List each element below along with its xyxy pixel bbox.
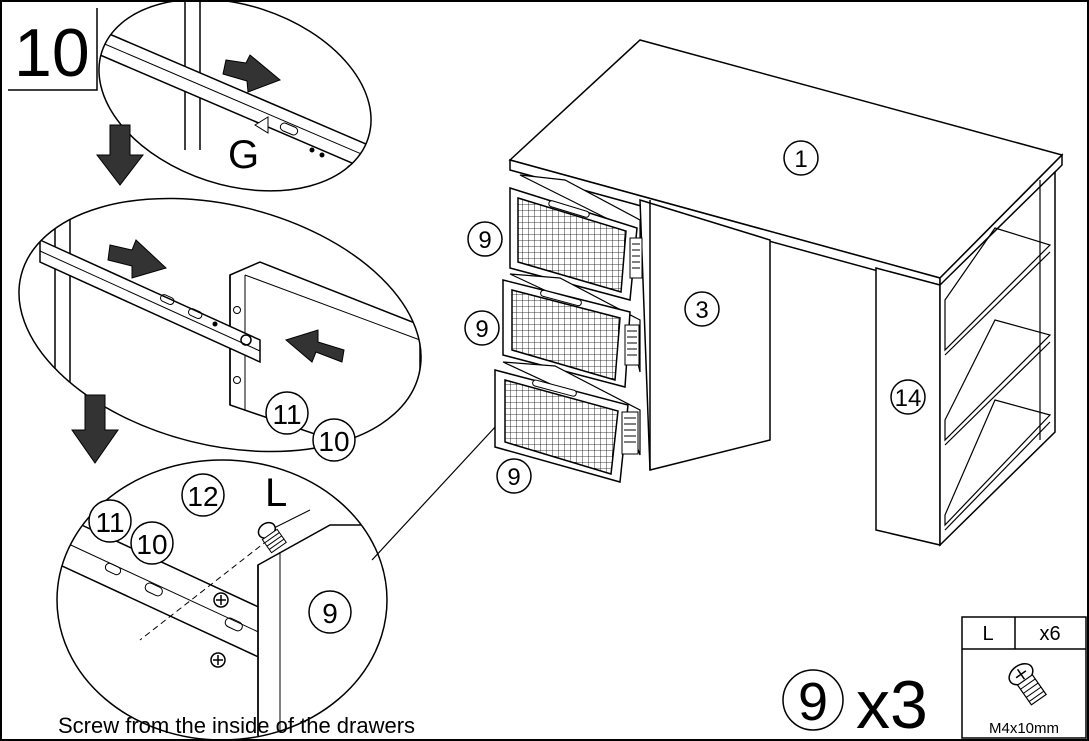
- rail-attach-circle: [18, 197, 422, 453]
- slide-arrow-icon: [222, 54, 281, 93]
- part-11-badge: 11: [265, 391, 309, 435]
- drawer: [509, 174, 643, 301]
- callout-g-detail: G: [98, 0, 381, 192]
- slide-left-arrow-icon: [284, 329, 345, 363]
- down-arrow-icon: [71, 394, 119, 464]
- quantity-label: 9 x3: [782, 667, 928, 741]
- part-9-badge: 9: [464, 310, 500, 346]
- hardware-box: L x6 M4x10mm: [961, 616, 1087, 739]
- part-3-badge: 3: [684, 291, 720, 327]
- callout-g-circle: [98, 0, 372, 192]
- part-9-badge: 9: [496, 458, 532, 494]
- svg-text:9: 9: [507, 464, 520, 491]
- hardware-code: L: [982, 623, 993, 645]
- svg-text:3: 3: [695, 297, 708, 324]
- hardware-size: M4x10mm: [989, 720, 1059, 737]
- part-10-badge: 10: [312, 418, 356, 462]
- quantity-multiplier: x3: [856, 667, 928, 741]
- callout-l-detail: L 12 11 10 9: [56, 459, 388, 741]
- instruction-text: Screw from the inside of the drawers: [58, 713, 415, 738]
- svg-text:9: 9: [475, 316, 488, 343]
- drawer: [502, 273, 641, 388]
- drawer-cabinet: [639, 198, 771, 471]
- quantity-part: 9: [798, 672, 828, 732]
- svg-text:10: 10: [318, 426, 349, 457]
- slide-right-arrow-icon: [107, 239, 167, 279]
- screw-icon: [257, 521, 287, 554]
- part-9-badge: 9: [308, 590, 352, 634]
- svg-text:1: 1: [794, 146, 807, 173]
- svg-text:10: 10: [136, 529, 167, 560]
- svg-text:9: 9: [322, 598, 338, 629]
- down-arrow-icon: [95, 124, 145, 186]
- part-11-badge: 11: [88, 499, 132, 543]
- part-14-badge: 14: [890, 379, 926, 415]
- svg-text:14: 14: [895, 385, 922, 412]
- leader-line: [371, 424, 498, 561]
- rail-attach-detail: 11 10: [18, 197, 422, 472]
- step-number: 10: [14, 15, 90, 91]
- svg-text:11: 11: [95, 507, 124, 538]
- part-9-badge: 9: [467, 221, 503, 257]
- step-number-box: 10: [8, 8, 98, 91]
- callout-l-circle: [56, 459, 388, 741]
- svg-text:9: 9: [478, 227, 491, 254]
- part-12-badge: 12: [181, 473, 225, 517]
- part-10-badge: 10: [130, 521, 174, 565]
- hardware-count: x6: [1039, 623, 1060, 645]
- part-1-badge: 1: [783, 140, 819, 176]
- callout-g-label: G: [228, 133, 259, 177]
- drawer: [494, 361, 641, 483]
- desk-assembly: 1 3 14 9 9 9: [464, 39, 1064, 547]
- svg-text:11: 11: [272, 399, 301, 430]
- screw-icon: [1008, 663, 1047, 706]
- callout-l-label: L: [265, 471, 287, 515]
- svg-text:12: 12: [187, 481, 218, 512]
